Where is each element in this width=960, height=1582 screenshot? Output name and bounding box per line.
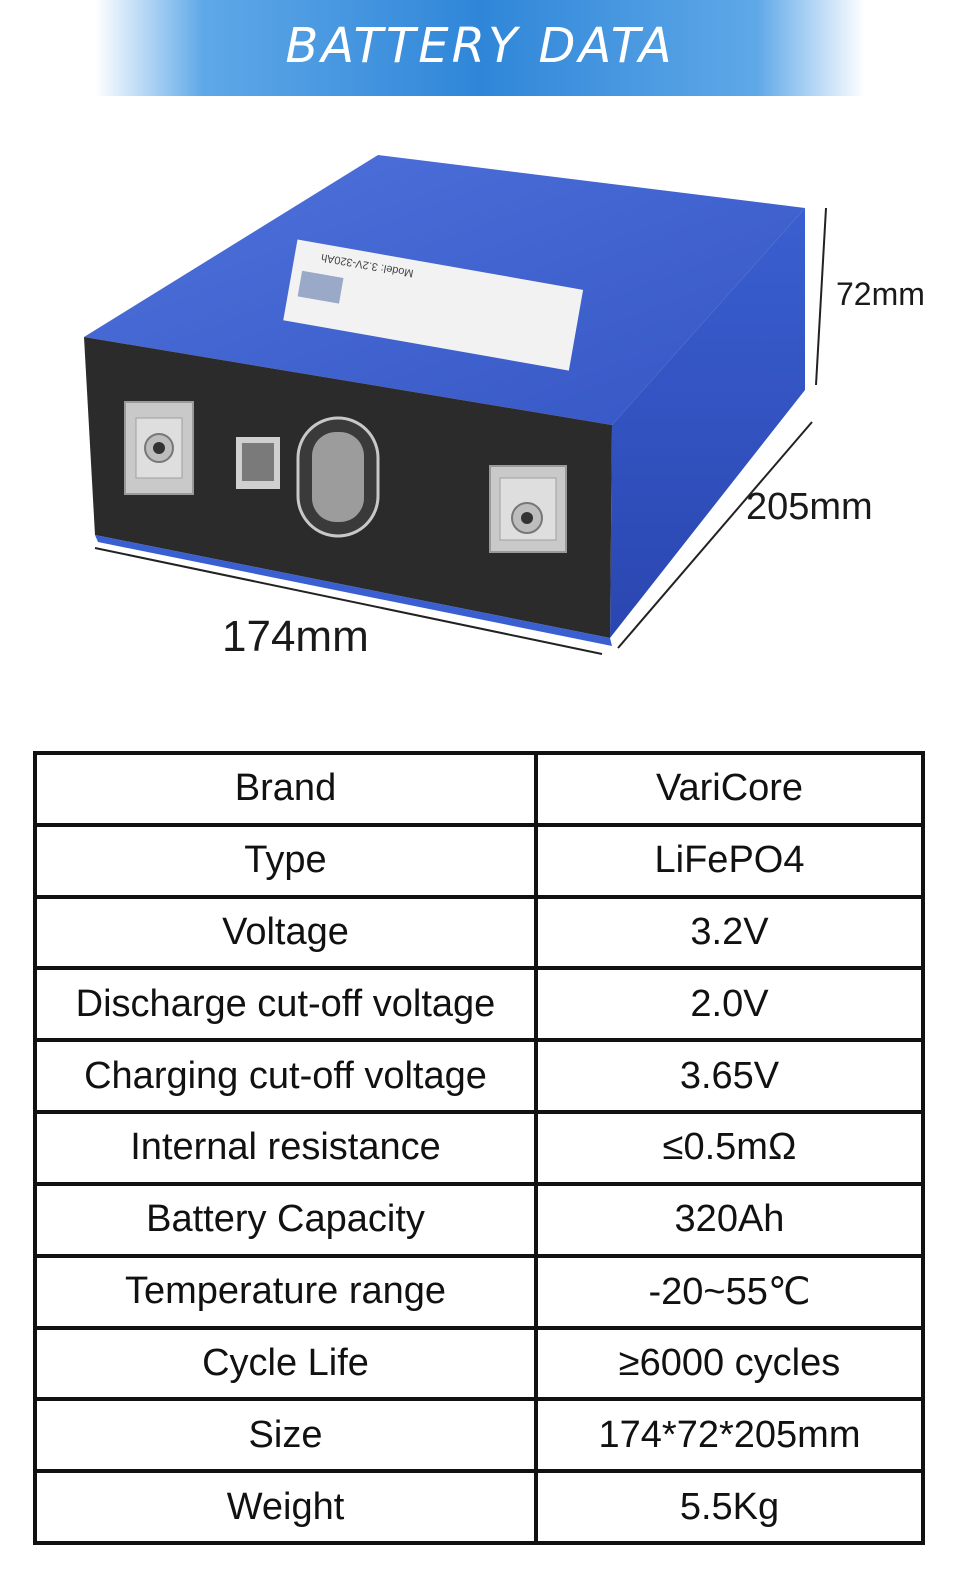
spec-value: ≥6000 cycles: [534, 1325, 925, 1402]
spec-value: LiFePO4: [534, 822, 925, 899]
table-row: Battery Capacity 320Ah: [33, 1181, 925, 1258]
battery-figure: Model: 3.2V-320Ah: [0, 100, 960, 700]
spec-value: 320Ah: [534, 1181, 925, 1258]
page-title: BATTERY DATA: [285, 18, 675, 74]
spec-label: Weight: [33, 1469, 538, 1545]
spec-label: Voltage: [33, 894, 538, 971]
table-row: Type LiFePO4: [33, 822, 925, 899]
spec-label: Charging cut-off voltage: [33, 1038, 538, 1115]
spec-value: 3.65V: [534, 1038, 925, 1115]
battery-label: Model: 3.2V-320Ah: [283, 239, 584, 371]
depth-dimension-label: 205mm: [746, 486, 873, 528]
spec-value: 174*72*205mm: [534, 1397, 925, 1474]
table-row: Discharge cut-off voltage 2.0V: [33, 966, 925, 1043]
table-row: Temperature range -20~55℃: [33, 1253, 925, 1330]
spec-label: Size: [33, 1397, 538, 1474]
header-banner: BATTERY DATA: [95, 0, 865, 96]
qr-code-icon: [236, 437, 280, 489]
spec-label: Discharge cut-off voltage: [33, 966, 538, 1043]
width-dimension-line: [94, 547, 603, 655]
spec-value: ≤0.5mΩ: [534, 1110, 925, 1186]
table-row: Voltage 3.2V: [33, 894, 925, 971]
table-row: Internal resistance ≤0.5mΩ: [33, 1110, 925, 1186]
right-terminal-icon: [489, 465, 567, 553]
height-dimension-line: [815, 207, 827, 386]
spec-value: 3.2V: [534, 894, 925, 971]
spec-label: Type: [33, 822, 538, 899]
battery-side-face: [610, 208, 805, 638]
battery-front-edge: [95, 535, 612, 646]
table-row: Cycle Life ≥6000 cycles: [33, 1325, 925, 1402]
battery-illustration: Model: 3.2V-320Ah: [84, 155, 827, 655]
height-dimension-label: 72mm: [836, 276, 925, 312]
width-dimension-label: 174mm: [222, 612, 369, 661]
spec-label: Battery Capacity: [33, 1181, 538, 1258]
spec-value: VariCore: [534, 751, 925, 827]
safety-vent-icon: [296, 416, 380, 538]
table-row: Size 174*72*205mm: [33, 1397, 925, 1474]
spec-label: Cycle Life: [33, 1325, 538, 1402]
spec-label: Brand: [33, 751, 538, 827]
spec-value: -20~55℃: [534, 1253, 925, 1330]
spec-value: 2.0V: [534, 966, 925, 1043]
table-row: Brand VariCore: [33, 751, 925, 827]
depth-dimension-line: [617, 421, 813, 649]
spec-value: 5.5Kg: [534, 1469, 925, 1545]
spec-label: Temperature range: [33, 1253, 538, 1330]
table-row: Charging cut-off voltage 3.65V: [33, 1038, 925, 1115]
left-terminal-icon: [124, 401, 194, 495]
spec-label: Internal resistance: [33, 1110, 538, 1186]
table-row: Weight 5.5Kg: [33, 1469, 925, 1545]
spec-table: Brand VariCore Type LiFePO4 Voltage 3.2V…: [33, 751, 925, 1545]
